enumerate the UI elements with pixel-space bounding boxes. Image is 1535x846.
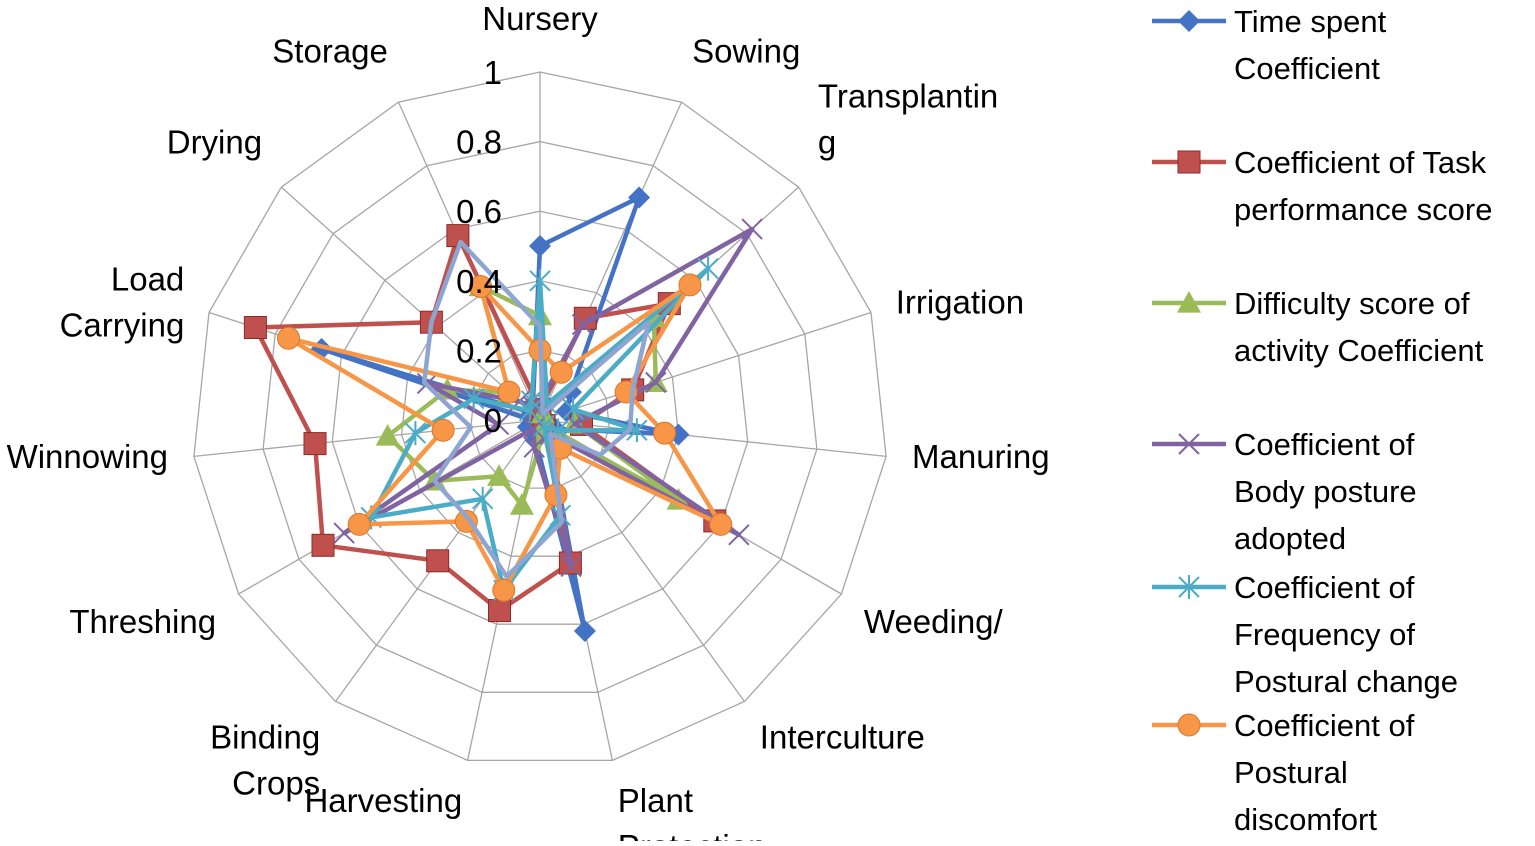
series-4-marker [571, 313, 594, 336]
series-2-marker [303, 432, 327, 456]
grid-spoke [539, 419, 887, 458]
series-6-marker [549, 360, 573, 384]
tick-label: 0.4 [456, 263, 502, 300]
grid-spoke [193, 419, 541, 458]
category-label: Irrigation [896, 283, 1024, 320]
series-4-marker [523, 436, 545, 458]
category-label: Storage [272, 32, 388, 69]
category-label: Nursery [482, 0, 598, 37]
series-7-line [421, 239, 651, 579]
legend-marker [1178, 10, 1200, 32]
series-3-marker [509, 493, 534, 515]
series-2-marker [243, 316, 267, 339]
series-1-marker [628, 186, 651, 209]
tick-label: 0.6 [456, 193, 502, 230]
category-label: Manuring [912, 438, 1050, 475]
radial-ticks: 0 0.2 0.4 0.6 0.8 1 [456, 54, 502, 439]
series-5-marker [529, 268, 551, 293]
category-label: Weeding/ [864, 603, 1004, 640]
series-4-marker [645, 371, 667, 394]
legend-marker [1178, 433, 1200, 455]
series-5-marker [520, 388, 543, 413]
series-4-marker [560, 555, 582, 578]
legend-marker [1177, 713, 1201, 737]
series-5-marker [562, 397, 584, 422]
grid-ring [262, 140, 818, 693]
radar-series [243, 186, 763, 642]
legend-marker [1178, 575, 1200, 599]
series-6-line [286, 282, 724, 593]
category-label: Harvesting [304, 782, 462, 819]
category-label: Drying [167, 124, 262, 161]
series-3-line [385, 284, 681, 508]
series-5-marker [697, 256, 719, 281]
series-5-marker [463, 386, 485, 411]
series-6-marker [431, 418, 455, 442]
grid-spoke [539, 311, 872, 421]
series-2-marker [311, 533, 335, 557]
category-label: PlantProtection [618, 782, 767, 841]
series-3-marker [487, 464, 512, 486]
series-6-marker [277, 326, 300, 350]
series-4-marker [741, 218, 763, 240]
series-5-marker [471, 486, 494, 511]
category-label: Threshing [69, 603, 216, 640]
series-1-marker [573, 620, 596, 642]
legend-marker [1177, 150, 1201, 174]
series-6-marker [469, 275, 493, 298]
series-6-marker [497, 380, 521, 404]
legend-marker [1177, 291, 1201, 313]
series-6-marker [709, 512, 733, 536]
series-6-marker [492, 578, 516, 602]
grid-ring [193, 71, 887, 762]
series-4-marker [487, 413, 510, 436]
series-7 [421, 239, 651, 579]
category-label: Winnowing [7, 438, 168, 475]
series-6-marker [678, 273, 702, 297]
series-4-marker [728, 524, 750, 546]
grid-ring [331, 210, 749, 625]
tick-label: 1 [484, 54, 502, 91]
grid-ring [400, 280, 680, 557]
tick-label: 0.2 [456, 332, 502, 369]
tick-label: 0.8 [456, 124, 502, 161]
series-1-marker [529, 235, 551, 257]
grid-spoke [539, 419, 746, 702]
series-5-marker [404, 421, 427, 446]
series-2-marker [426, 549, 450, 573]
category-label: Sowing [692, 32, 800, 69]
series-6-marker [653, 421, 677, 445]
series-2-marker [488, 599, 511, 623]
series-3-marker [375, 424, 400, 446]
grid-spoke [280, 186, 541, 421]
category-label: Interculture [760, 719, 925, 756]
series-6-marker [347, 512, 371, 536]
tick-label: 0 [484, 402, 502, 439]
